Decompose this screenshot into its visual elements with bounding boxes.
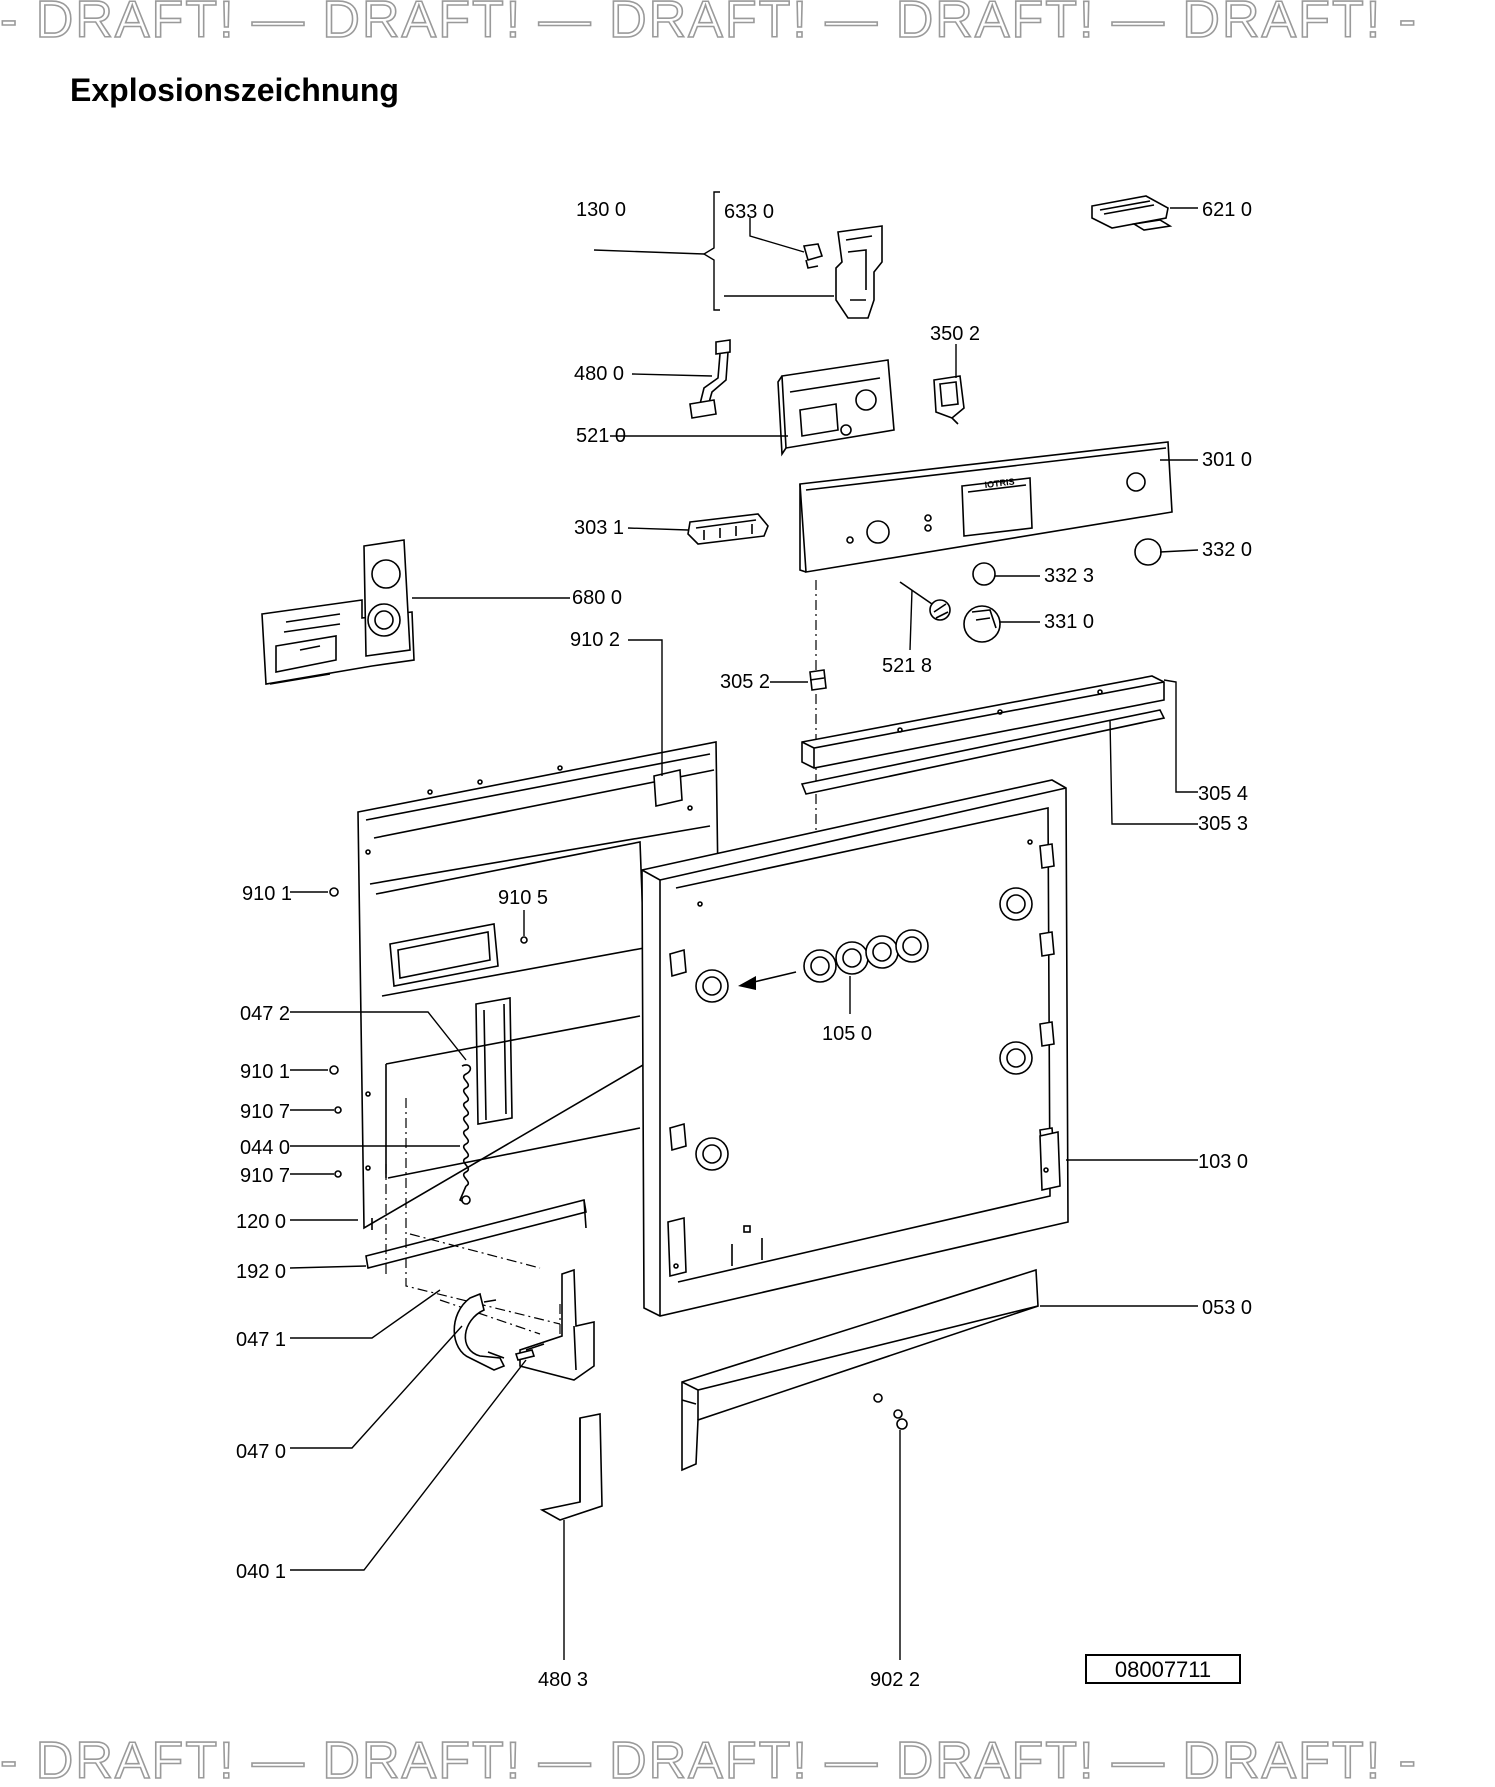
control-board-521 bbox=[610, 359, 895, 457]
label-053-0: 053 0 bbox=[1202, 1297, 1252, 1319]
rail-305-3 bbox=[800, 709, 1198, 825]
label-910-5: 910 5 bbox=[498, 887, 548, 909]
label-480-0: 480 0 bbox=[574, 363, 624, 385]
label-910-2: 910 2 bbox=[570, 629, 620, 651]
label-910-7-a: 910 7 bbox=[240, 1101, 290, 1123]
connector-303 bbox=[627, 513, 769, 545]
label-521-8: 521 8 bbox=[882, 655, 932, 677]
rail-192 bbox=[289, 1199, 587, 1269]
label-301-0: 301 0 bbox=[1202, 449, 1252, 471]
label-910-7-b: 910 7 bbox=[240, 1165, 290, 1187]
label-047-1: 047 1 bbox=[236, 1329, 286, 1351]
door-lock-part bbox=[802, 225, 883, 319]
label-192-0: 192 0 bbox=[236, 1261, 286, 1283]
switch-350 bbox=[933, 344, 965, 425]
label-105-0: 105 0 bbox=[822, 1023, 872, 1045]
knob-331 bbox=[963, 605, 1040, 643]
label-910-1-b: 910 1 bbox=[240, 1061, 290, 1083]
button-332-0 bbox=[1134, 538, 1199, 566]
hinge-arm-047 bbox=[290, 1289, 506, 1449]
label-130-0: 130 0 bbox=[576, 199, 626, 221]
label-120-0: 120 0 bbox=[236, 1211, 286, 1233]
hinge-plate-040 bbox=[290, 1268, 595, 1571]
label-305-3: 305 3 bbox=[1198, 813, 1248, 835]
page-title: Explosionszeichnung bbox=[70, 72, 399, 108]
label-305-4: 305 4 bbox=[1198, 783, 1248, 805]
label-910-1-a: 910 1 bbox=[242, 883, 292, 905]
label-480-3: 480 3 bbox=[538, 1669, 588, 1691]
door-spring-044 bbox=[290, 1011, 472, 1205]
label-331-0: 331 0 bbox=[1044, 611, 1094, 633]
button-332-3 bbox=[972, 562, 1040, 586]
draft-watermark-bottom: - DRAFT! — DRAFT! — DRAFT! — DRAFT! — DR… bbox=[0, 1735, 1418, 1787]
label-633-0: 633 0 bbox=[724, 201, 774, 223]
cable-harness-480 bbox=[631, 339, 731, 419]
label-621-0: 621 0 bbox=[1202, 199, 1252, 221]
bracket-480-3 bbox=[539, 1413, 603, 1660]
label-521-0: 521 0 bbox=[576, 425, 626, 447]
label-332-3: 332 3 bbox=[1044, 565, 1094, 587]
kick-plate-053 bbox=[681, 1268, 1198, 1472]
lock-bracket-leader bbox=[593, 191, 834, 311]
panel-brand-text: IOTRIS bbox=[984, 476, 1015, 490]
detergent-dispenser-680 bbox=[261, 539, 570, 685]
outer-door-103 bbox=[641, 779, 1198, 1317]
control-panel-301: IOTRIS bbox=[799, 441, 1198, 573]
rail-305-4 bbox=[801, 675, 1198, 793]
label-305-2: 305 2 bbox=[720, 671, 770, 693]
label-303-1: 303 1 bbox=[574, 517, 624, 539]
drawing-reference-number: 08007711 bbox=[1085, 1654, 1241, 1684]
screws bbox=[290, 887, 528, 1178]
inner-door-panel-120 bbox=[290, 639, 721, 1230]
label-047-0: 047 0 bbox=[236, 1441, 286, 1463]
label-103-0: 103 0 bbox=[1198, 1151, 1248, 1173]
label-350-2: 350 2 bbox=[930, 323, 980, 345]
screw-902 bbox=[893, 1409, 908, 1660]
label-332-0: 332 0 bbox=[1202, 539, 1252, 561]
label-044-0: 044 0 bbox=[240, 1137, 290, 1159]
label-040-1: 040 1 bbox=[236, 1561, 286, 1583]
electronic-module-621 bbox=[1091, 195, 1198, 231]
label-680-0: 680 0 bbox=[572, 587, 622, 609]
draft-watermark-top: - DRAFT! — DRAFT! — DRAFT! — DRAFT! — DR… bbox=[0, 0, 1418, 46]
encoder-521-8 bbox=[899, 581, 951, 651]
label-902-2: 902 2 bbox=[870, 1669, 920, 1691]
pin-305-2 bbox=[770, 669, 827, 691]
label-047-2: 047 2 bbox=[240, 1003, 290, 1025]
